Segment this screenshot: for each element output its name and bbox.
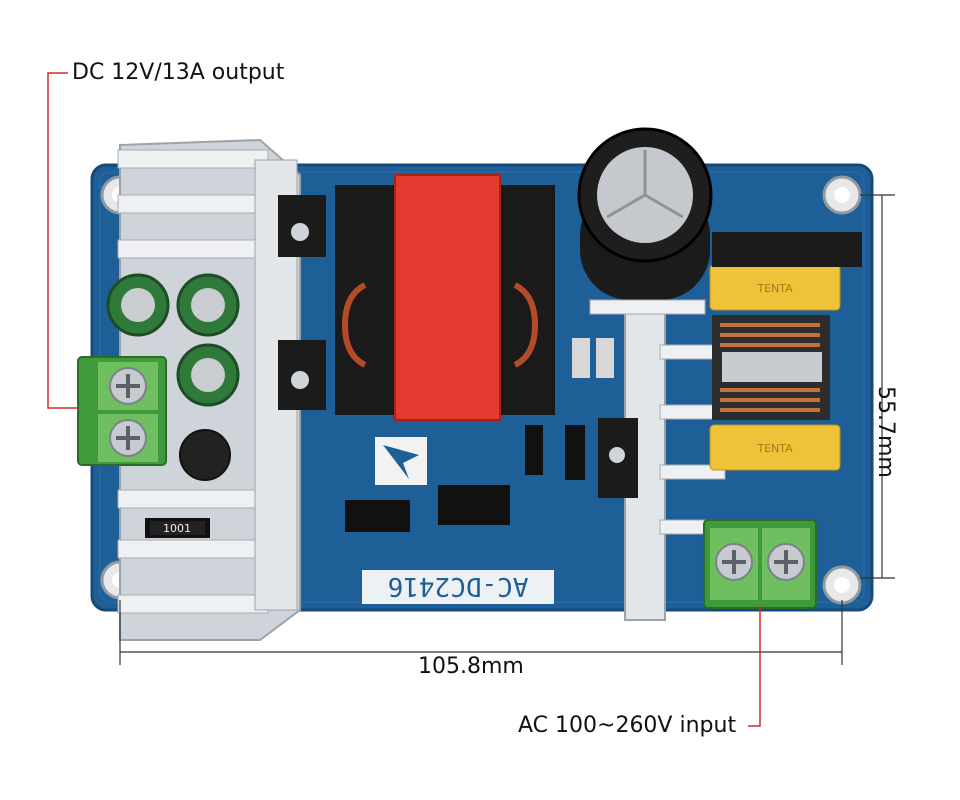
cap-brand-2: TENTA	[756, 442, 793, 455]
input-label: AC 100~260V input	[518, 713, 737, 738]
common-mode-choke	[712, 315, 830, 420]
input-leader-line	[748, 606, 761, 727]
height-dimension-label: 55.7mm	[873, 386, 898, 478]
width-dimension	[119, 600, 843, 665]
right-heatsink	[589, 299, 726, 621]
resistor-code: 1001	[163, 522, 191, 535]
transformer	[335, 174, 555, 421]
input-terminal-block	[703, 519, 817, 609]
left-heatsink	[117, 138, 301, 641]
x-capacitors: TENTA TENTA	[709, 264, 841, 471]
model-silkscreen: AC-DC2416	[388, 571, 529, 601]
output-leader-line	[47, 72, 78, 409]
width-dimension-label: 105.8mm	[418, 654, 524, 679]
output-terminal-block	[77, 356, 167, 466]
height-dimension	[860, 194, 895, 579]
output-label: DC 12V/13A output	[72, 60, 285, 85]
bulk-capacitor	[577, 127, 713, 300]
cap-brand-1: TENTA	[756, 282, 793, 295]
output-capacitors	[106, 273, 240, 481]
